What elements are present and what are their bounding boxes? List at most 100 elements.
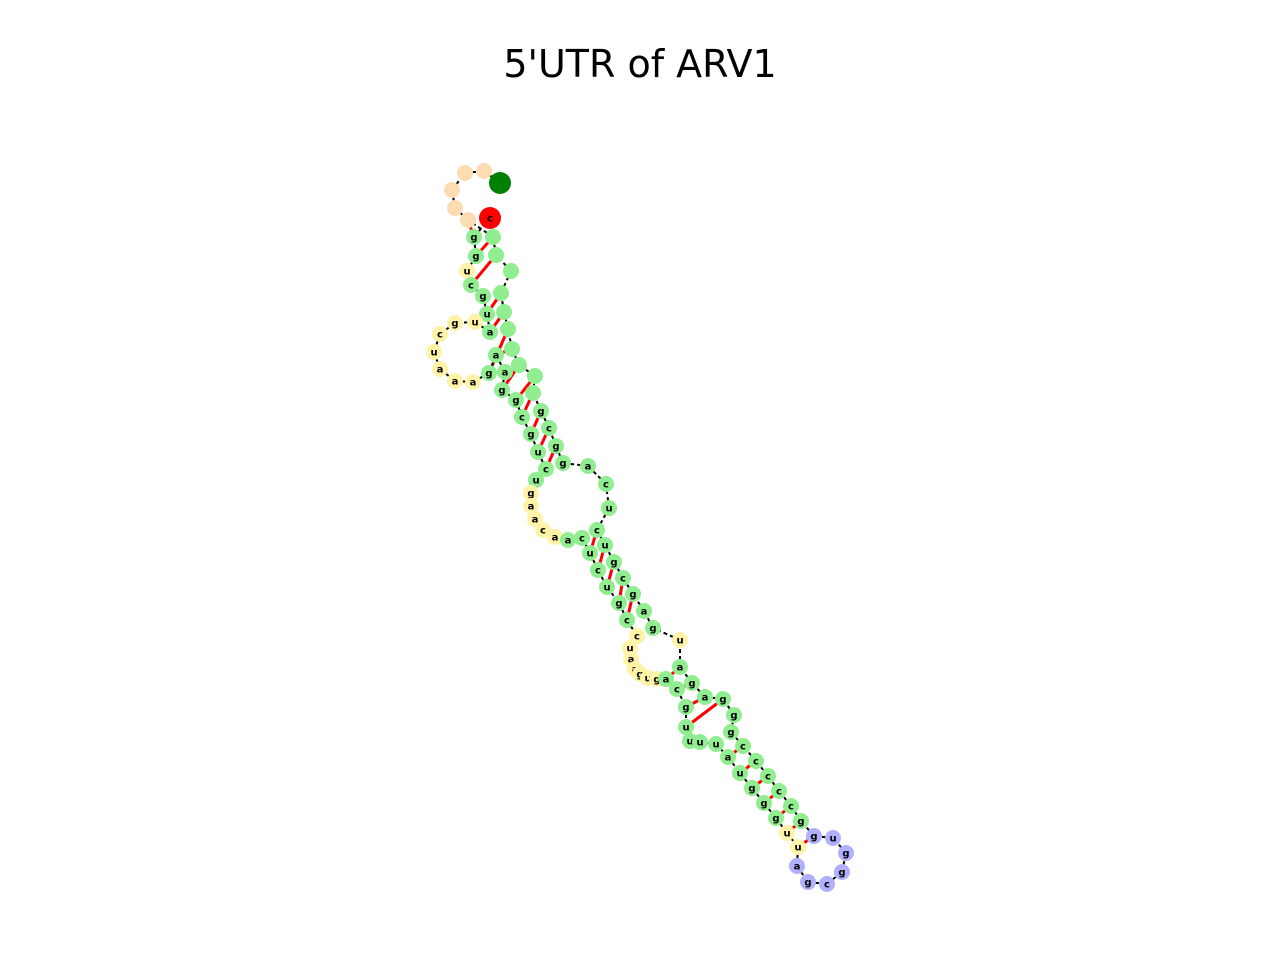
nucleotide-label: c bbox=[437, 330, 443, 341]
nucleotide-circle bbox=[479, 207, 501, 229]
nucleotide-circle bbox=[582, 545, 598, 561]
nucleotide: a bbox=[465, 374, 481, 390]
nucleotide-circle bbox=[527, 368, 543, 384]
nucleotide: g bbox=[523, 426, 539, 442]
nucleotide-label: u bbox=[601, 541, 608, 552]
nucleotide-label: c bbox=[519, 413, 525, 424]
nucleotide-circle bbox=[768, 810, 784, 826]
nucleotide-circle bbox=[533, 403, 549, 419]
nucleotide-label: c bbox=[824, 880, 830, 891]
nucleotide-label: u bbox=[471, 318, 478, 329]
nucleotide-label: a bbox=[585, 462, 592, 473]
nucleotide: u bbox=[467, 314, 483, 330]
nucleotide bbox=[447, 200, 463, 216]
nucleotide: a bbox=[636, 603, 652, 619]
nucleotide: u bbox=[528, 472, 544, 488]
nucleotide: g bbox=[548, 438, 564, 454]
nucleotide-circle bbox=[508, 392, 524, 408]
nucleotide-label: c bbox=[620, 574, 626, 585]
nucleotide: u bbox=[678, 719, 694, 735]
nucleotide-circle bbox=[482, 324, 498, 340]
nucleotide: g bbox=[744, 780, 760, 796]
nucleotide-label: g bbox=[748, 784, 755, 795]
nucleotide-label: u bbox=[794, 843, 801, 854]
diagram-title: 5'UTR of ARV1 bbox=[503, 42, 777, 86]
nucleotide-label: c bbox=[788, 802, 794, 813]
nucleotide-label: g bbox=[559, 459, 566, 470]
nucleotide: u bbox=[790, 839, 806, 855]
nucleotide-label: u bbox=[605, 504, 612, 515]
nucleotide: g bbox=[838, 845, 854, 861]
nucleotide: g bbox=[645, 620, 661, 636]
nucleotide: a bbox=[447, 373, 463, 389]
nucleotide: g bbox=[806, 828, 822, 844]
nucleotide-circle bbox=[514, 409, 530, 425]
nucleotide-label: a bbox=[532, 515, 539, 526]
nucleotide: c bbox=[819, 876, 835, 892]
nucleotide-label: c bbox=[753, 757, 759, 768]
nucleotide: a bbox=[523, 498, 539, 514]
nucleotide-label: c bbox=[776, 787, 782, 798]
nucleotide-circle bbox=[732, 765, 748, 781]
nucleotide-circle bbox=[494, 382, 510, 398]
nucleotide: a bbox=[527, 511, 543, 527]
nucleotide-label: c bbox=[624, 616, 630, 627]
nucleotide-circle bbox=[466, 229, 482, 245]
nucleotide-label: c bbox=[594, 526, 600, 537]
nucleotide-circle bbox=[555, 455, 571, 471]
nucleotide-label: g bbox=[527, 430, 534, 441]
nucleotide-label: c bbox=[740, 742, 746, 753]
nucleotide-label: g bbox=[810, 832, 817, 843]
nucleotide: c bbox=[479, 207, 501, 229]
nucleotide-label: c bbox=[765, 772, 771, 783]
nucleotide-label: u bbox=[682, 723, 689, 734]
nucleotide-label: g bbox=[512, 396, 519, 407]
nucleotide-label: g bbox=[498, 386, 505, 397]
nucleotide-label: g bbox=[485, 369, 492, 380]
nucleotide bbox=[500, 321, 516, 337]
nucleotide: c bbox=[463, 277, 479, 293]
nucleotide: g bbox=[723, 724, 739, 740]
nucleotide-circle bbox=[481, 365, 497, 381]
nucleotide: u bbox=[692, 734, 708, 750]
nucleotide: c bbox=[615, 570, 631, 586]
nucleotide-label: g bbox=[719, 695, 726, 706]
nucleotide-label: u bbox=[586, 549, 593, 560]
nucleotide-circle bbox=[560, 532, 576, 548]
nucleotide-label: g bbox=[838, 868, 845, 879]
nucleotide-circle bbox=[708, 736, 724, 752]
nucleotide-circle bbox=[580, 458, 596, 474]
nucleotide bbox=[457, 165, 473, 181]
nucleotide-circle bbox=[485, 229, 501, 245]
nucleotide: g bbox=[834, 864, 850, 880]
base-pair-layer bbox=[466, 219, 815, 849]
nucleotide-circle bbox=[460, 212, 476, 228]
nucleotide-circle bbox=[589, 522, 605, 538]
nucleotide-circle bbox=[523, 485, 539, 501]
nucleotide: c bbox=[589, 522, 605, 538]
nucleotide: c bbox=[771, 783, 787, 799]
nucleotide-circle bbox=[838, 845, 854, 861]
nucleotide bbox=[444, 182, 460, 198]
nucleotide-label: u bbox=[783, 829, 790, 840]
nucleotide: g bbox=[726, 707, 742, 723]
nucleotide-label: u bbox=[686, 737, 693, 748]
nucleotide-label: u bbox=[463, 267, 470, 278]
nucleotide-circle bbox=[590, 562, 606, 578]
nucleotide-circle bbox=[497, 364, 513, 380]
nucleotide-label: a bbox=[641, 607, 648, 618]
nucleotide: c bbox=[541, 420, 557, 436]
nucleotide: u bbox=[582, 545, 598, 561]
nucleotide-circle bbox=[444, 182, 460, 198]
nucleotide: g bbox=[481, 365, 497, 381]
nucleotide-circle bbox=[678, 699, 694, 715]
nucleotide: c bbox=[514, 409, 530, 425]
nucleotide: a bbox=[497, 364, 513, 380]
nucleotide bbox=[525, 385, 541, 401]
nucleotide-circle bbox=[672, 632, 688, 648]
nucleotide-circle bbox=[467, 314, 483, 330]
nucleotide: g bbox=[466, 229, 482, 245]
nucleotide-label: u bbox=[644, 674, 651, 685]
nucleotide-label: u bbox=[483, 310, 490, 321]
nucleotide: a bbox=[697, 689, 713, 705]
